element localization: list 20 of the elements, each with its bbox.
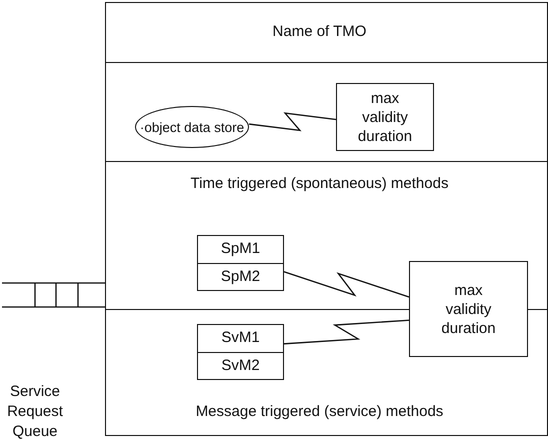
lightning-connector bbox=[284, 271, 410, 298]
table-cell-text: SvM1 bbox=[220, 328, 261, 348]
lightning-connector bbox=[284, 320, 410, 344]
process-box bbox=[105, 2, 548, 436]
table-cell: SpM2 bbox=[198, 262, 283, 290]
method-table bbox=[197, 324, 284, 380]
table-cell: SvM2 bbox=[198, 352, 283, 378]
node-label: max validity duration bbox=[356, 88, 414, 146]
table-cell-text: SpM1 bbox=[220, 239, 262, 259]
node-label: Time triggered (spontaneous) methods bbox=[190, 175, 450, 193]
data-store-ellipse bbox=[135, 106, 249, 148]
node-label: Message triggered (service) methods bbox=[194, 403, 444, 421]
queue-label: Service Request Queue bbox=[6, 382, 64, 440]
process-box bbox=[336, 83, 434, 151]
node-label: ·object data store bbox=[140, 120, 244, 134]
process-box bbox=[409, 261, 528, 357]
node-label: Name of TMO bbox=[272, 23, 368, 41]
lightning-connector bbox=[248, 112, 336, 132]
method-table bbox=[197, 235, 284, 291]
node-label: max validity duration bbox=[440, 280, 497, 338]
